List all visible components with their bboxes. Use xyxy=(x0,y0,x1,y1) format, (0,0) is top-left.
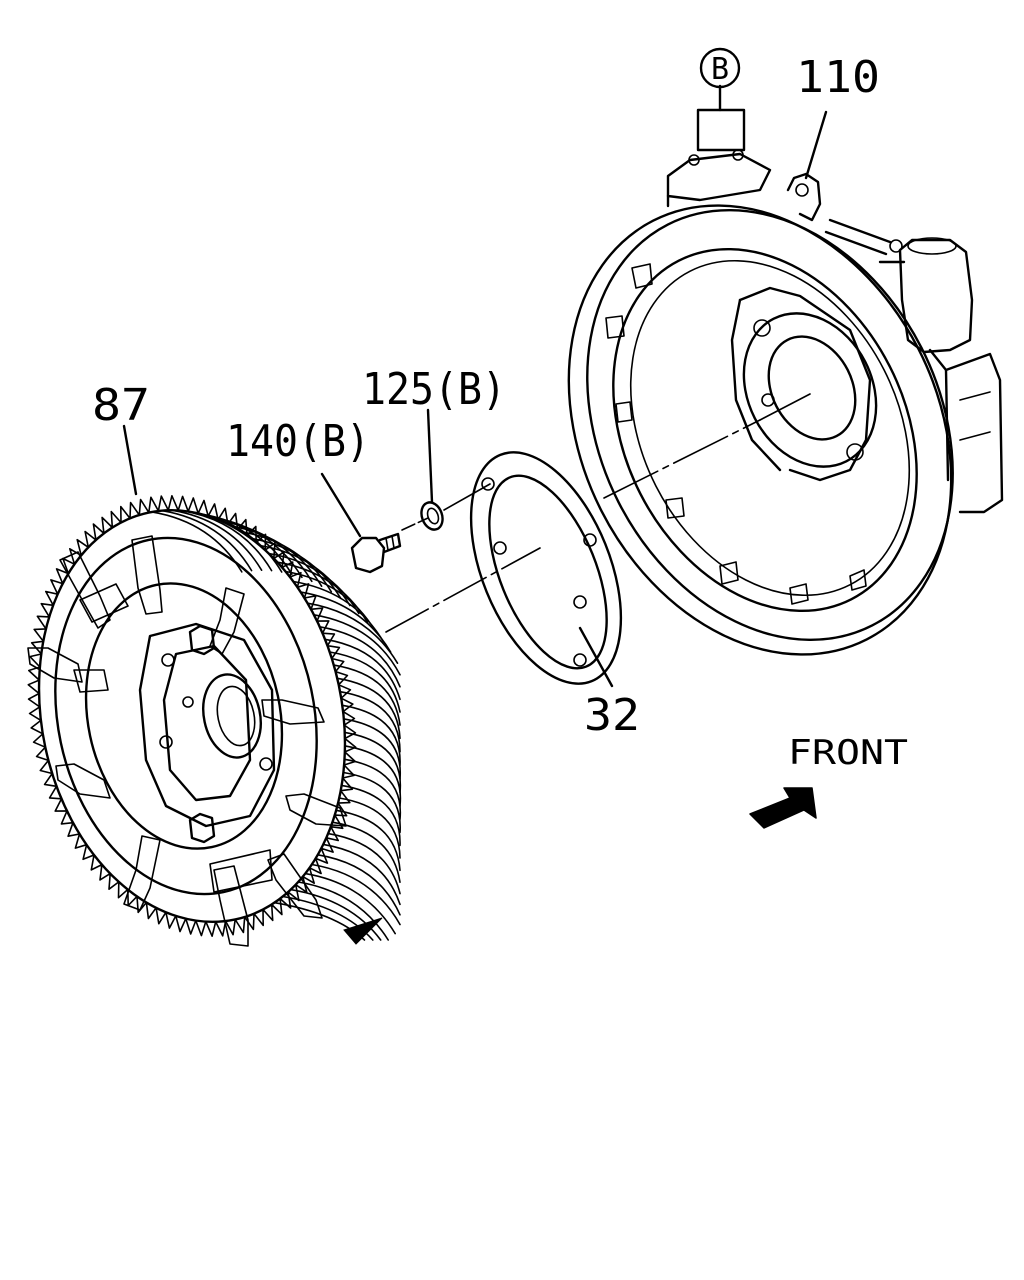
fan-blade-line xyxy=(304,872,396,935)
fan-clips xyxy=(27,535,347,947)
housing-part-110 xyxy=(567,84,1004,656)
fan-blade-line xyxy=(343,758,402,821)
gasket-part-32 xyxy=(469,451,623,685)
fan-blade-line xyxy=(339,690,401,753)
fan-blade-line xyxy=(170,509,263,571)
assembly-centerlines xyxy=(385,393,811,633)
fan-blade-line xyxy=(311,863,401,926)
fan-blade-line xyxy=(340,784,401,847)
front-label: FRONT xyxy=(788,733,908,773)
fan-blade-line xyxy=(318,626,401,688)
bolt-part-140 xyxy=(350,532,402,574)
fan-blade-line xyxy=(317,854,401,916)
washer-part-125 xyxy=(420,501,444,531)
fan-blade-line xyxy=(343,718,401,780)
label-110: 110 xyxy=(796,52,880,103)
fan-blade-line xyxy=(327,832,401,895)
fan-blade-line xyxy=(333,664,401,726)
callout-b: B xyxy=(699,47,741,89)
arrow-up-right-icon xyxy=(749,787,817,829)
fan-blade-line xyxy=(289,888,382,941)
fan-blade-lines xyxy=(151,509,402,941)
label-125b: 125(B) xyxy=(362,364,506,415)
fan-gear-part-87 xyxy=(27,495,402,947)
fan-blade-line xyxy=(343,731,402,794)
fan-blade-line xyxy=(324,638,401,701)
fan-blade-line xyxy=(338,797,401,859)
fan-blade-line xyxy=(328,651,401,713)
leader-lines xyxy=(122,110,828,688)
fan-blade-line xyxy=(297,881,389,941)
fan-blade-line xyxy=(313,614,401,676)
fan-blade-line xyxy=(292,580,385,643)
fan-blade-line xyxy=(160,509,253,572)
fan-blade-line xyxy=(341,704,401,767)
callout-b-letter: B xyxy=(711,52,729,87)
fan-blade-line xyxy=(344,745,402,807)
label-140b: 140(B) xyxy=(226,416,370,467)
fan-blade-line xyxy=(322,843,401,906)
label-32: 32 xyxy=(584,690,640,741)
fan-blade-line xyxy=(299,591,392,653)
fan-blade-line xyxy=(335,809,401,872)
fan-blade-line xyxy=(342,771,401,834)
fan-blade-line xyxy=(336,677,401,740)
fan-blade-line xyxy=(331,821,401,883)
label-87: 87 xyxy=(92,380,150,431)
fan-blade-line xyxy=(306,602,399,664)
